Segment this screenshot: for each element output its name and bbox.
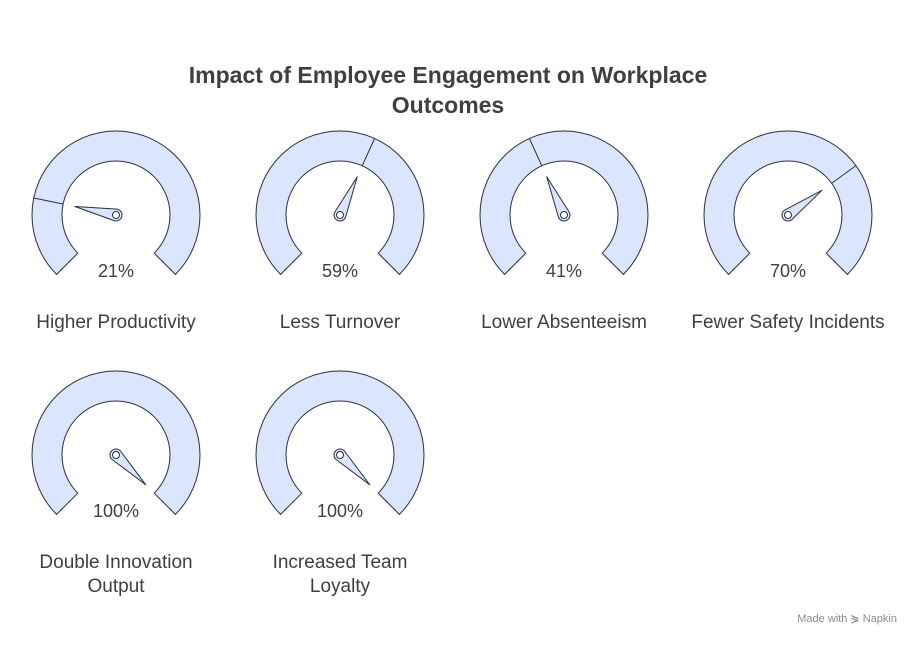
gauge-label: Fewer Safety Incidents: [678, 311, 898, 335]
gauge-value-marker: [361, 138, 376, 166]
gauge-pivot: [560, 211, 568, 219]
gauge-ring: [703, 130, 873, 276]
gauge-pivot: [336, 211, 344, 219]
napkin-logo-icon: ⋟: [850, 613, 860, 625]
gauge-value-marker: [831, 165, 857, 184]
gauge-pivot: [112, 451, 120, 459]
watermark-brand: Napkin: [862, 613, 897, 625]
gauge-pivot: [784, 211, 792, 219]
gauge-needle: [333, 448, 371, 486]
gauge-ring: [31, 130, 201, 276]
watermark-prefix: Made with: [797, 613, 848, 625]
gauge-label: Lower Absenteeism: [454, 311, 674, 335]
gauge-label-line: Less Turnover: [279, 312, 401, 333]
watermark: Made with ⋟ Napkin: [797, 612, 897, 625]
gauge-value-label: 59%: [322, 261, 358, 281]
gauge-pivot: [336, 451, 344, 459]
gauge-label-line: Double Innovation: [39, 552, 193, 573]
gauge-value-label: 100%: [93, 501, 139, 521]
gauge-needle: [333, 176, 358, 222]
gauge-label-line: Lower Absenteeism: [481, 312, 647, 333]
gauge-label-line: Loyalty: [309, 576, 371, 597]
gauge-label-line: Output: [87, 576, 145, 597]
gauge-pivot: [112, 211, 120, 219]
gauge-value-label: 70%: [770, 261, 806, 281]
gauge-label: Higher Productivity: [6, 311, 226, 335]
gauge-needle: [781, 189, 823, 222]
gauge-ring: [255, 370, 425, 516]
gauge-label: Less Turnover: [230, 311, 450, 335]
gauge-ring: [479, 130, 649, 276]
gauge-value-label: 21%: [98, 261, 134, 281]
gauge-value-label: 100%: [317, 501, 363, 521]
gauge-ring: [255, 130, 425, 276]
chart-title-line-1: Impact of Employee Engagement on Workpla…: [188, 62, 708, 88]
gauge-value-label: 41%: [546, 261, 582, 281]
gauge-label-line: Fewer Safety Incidents: [691, 312, 885, 333]
gauge-ring: [31, 370, 201, 516]
gauge-label-line: Higher Productivity: [36, 312, 196, 333]
gauge-needle: [109, 448, 147, 486]
chart-title-line-2: Outcomes: [391, 92, 505, 118]
gauge-value-marker: [33, 197, 64, 205]
gauge-label-line: Increased Team: [272, 552, 408, 573]
chart-title: Impact of Employee Engagement on Workpla…: [148, 60, 748, 120]
gauge-value-marker: [528, 138, 543, 166]
gauge-needle: [546, 176, 571, 222]
gauge-needle: [74, 205, 123, 222]
